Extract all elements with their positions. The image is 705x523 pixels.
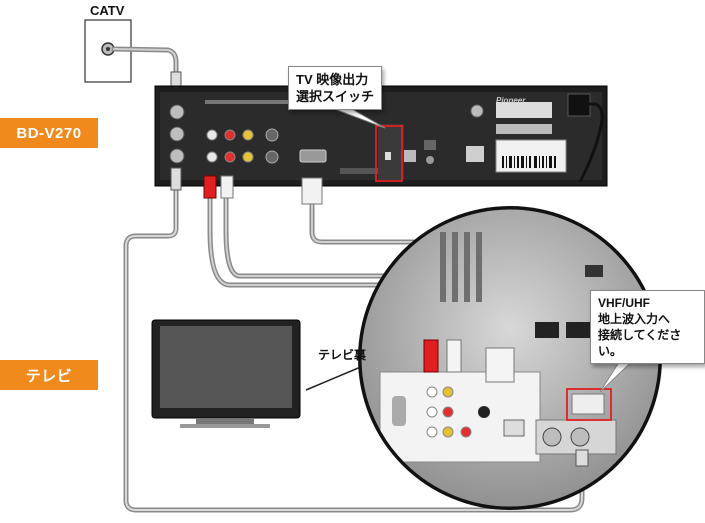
tv-tag: テレビ bbox=[0, 360, 98, 390]
catv-label: CATV bbox=[90, 3, 125, 18]
brand-logo: Pioneer bbox=[496, 96, 526, 105]
antenna-callout-line1: VHF/UHF bbox=[598, 296, 650, 310]
switch-highlight-box bbox=[375, 125, 403, 182]
antenna-callout-line3: 接続してください。 bbox=[598, 328, 682, 358]
switch-callout: TV 映像出力 選択スイッチ bbox=[288, 66, 383, 110]
antenna-callout-line2: 地上波入力へ bbox=[598, 312, 671, 326]
antenna-callout: VHF/UHF 地上波入力へ 接続してください。 bbox=[590, 290, 705, 364]
recorder-tag: BD-V270 bbox=[0, 118, 98, 148]
tv-back-label: テレビ裏 bbox=[318, 348, 367, 362]
switch-callout-line2: 選択スイッチ bbox=[296, 89, 375, 104]
switch-callout-line1: TV 映像出力 bbox=[296, 72, 369, 87]
tv-illustration bbox=[151, 319, 301, 428]
antenna-highlight-box bbox=[566, 388, 612, 421]
